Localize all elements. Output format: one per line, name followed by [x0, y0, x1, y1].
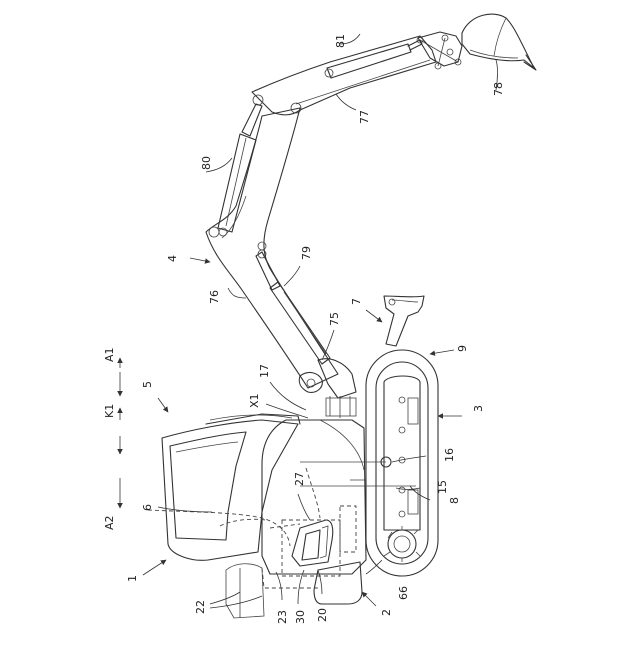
label-1: 1	[126, 575, 139, 582]
label-A1: A1	[103, 347, 116, 362]
label-75: 75	[328, 312, 341, 326]
label-77: 77	[358, 110, 371, 124]
label-7: 7	[350, 298, 363, 305]
label-66: 66	[397, 586, 410, 600]
label-22: 22	[194, 600, 207, 614]
label-23: 23	[276, 610, 289, 624]
boom	[206, 108, 338, 392]
label-15: 15	[436, 480, 449, 494]
label-A2: A2	[103, 515, 116, 530]
label-17: 17	[258, 364, 271, 378]
swing-bracket	[318, 359, 356, 418]
bucket	[462, 14, 536, 70]
cab	[162, 414, 300, 560]
label-79: 79	[300, 246, 313, 260]
dozer-blade	[384, 296, 424, 346]
label-16: 16	[443, 448, 456, 462]
operator-seat	[292, 520, 333, 566]
label-30: 30	[294, 610, 307, 624]
label-4: 4	[166, 255, 179, 262]
label-27: 27	[293, 472, 306, 486]
label-5: 5	[141, 381, 154, 388]
reference-labels: 1 2 3 4 5 6 7 8 9 15 16 17 20 22 23 27 3…	[103, 34, 505, 624]
label-81: 81	[334, 34, 347, 48]
label-2: 2	[380, 609, 393, 616]
label-76: 76	[208, 290, 221, 304]
label-20: 20	[316, 608, 329, 622]
boom-cylinder	[256, 250, 330, 364]
label-3: 3	[472, 405, 485, 412]
label-9: 9	[456, 345, 469, 352]
label-X1: X1	[248, 393, 261, 408]
bucket-linkage	[417, 32, 462, 69]
label-6: 6	[141, 504, 154, 511]
label-78: 78	[492, 82, 505, 96]
label-8: 8	[448, 497, 461, 504]
label-80: 80	[200, 156, 213, 170]
arm-cylinder	[218, 104, 262, 236]
hidden-parts	[148, 468, 340, 618]
undercarriage	[366, 350, 438, 576]
label-K1: K1	[103, 404, 116, 418]
